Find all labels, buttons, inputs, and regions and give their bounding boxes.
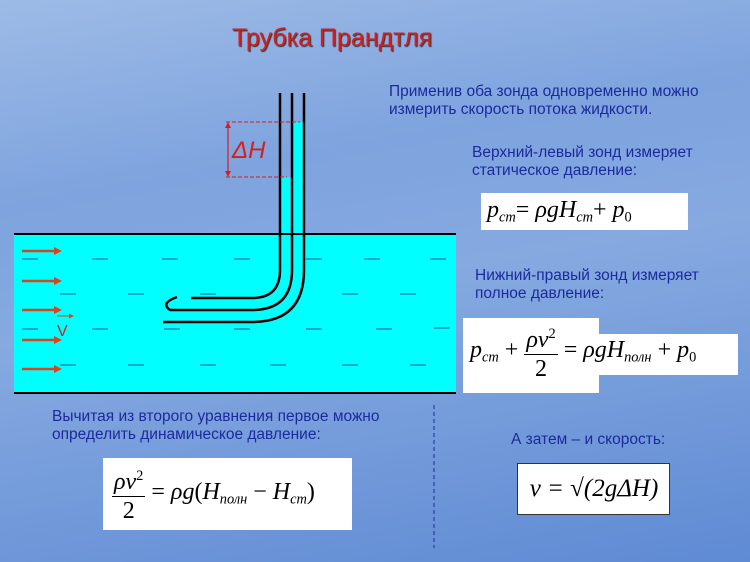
- intro-text-line1: Применив оба зонда одновременно можно: [389, 83, 699, 100]
- dynamic-formula-box: [103, 458, 352, 530]
- velocity-label: V: [57, 323, 68, 340]
- intro-text-line2: измерить скорость потока жидкости.: [389, 101, 653, 118]
- total-text-line2: полное давление:: [475, 285, 605, 302]
- water-flow: [14, 234, 456, 393]
- static-text-line2: статическое давление:: [472, 162, 638, 179]
- velocity-formula: v = √(2gΔH): [529, 475, 659, 502]
- static-column: [280, 177, 292, 237]
- delta-h-arrow: [225, 122, 231, 177]
- static-formula-box: [481, 193, 688, 230]
- static-text-line1: Верхний-левый зонд измеряет: [472, 144, 693, 161]
- dynamic-text-line1: Вычитая из второго уравнения первое можн…: [52, 408, 380, 425]
- static-formula: pст= ρgHст+ p0: [487, 197, 632, 226]
- delta-h-label: ΔH: [231, 137, 266, 164]
- total-text-line1: Нижний-правый зонд измеряет: [475, 267, 699, 284]
- velocity-formula-box: [517, 463, 670, 515]
- total-formula-box-right: [598, 334, 738, 375]
- total-formula-box: [463, 318, 599, 393]
- velocity-text: А затем – и скорость:: [511, 431, 666, 448]
- total-column: [292, 122, 304, 237]
- dynamic-text-line2: определить динамическое давление:: [52, 426, 321, 443]
- flow-arrows: [22, 247, 74, 373]
- slide-title: Трубка Прандтля: [232, 24, 433, 52]
